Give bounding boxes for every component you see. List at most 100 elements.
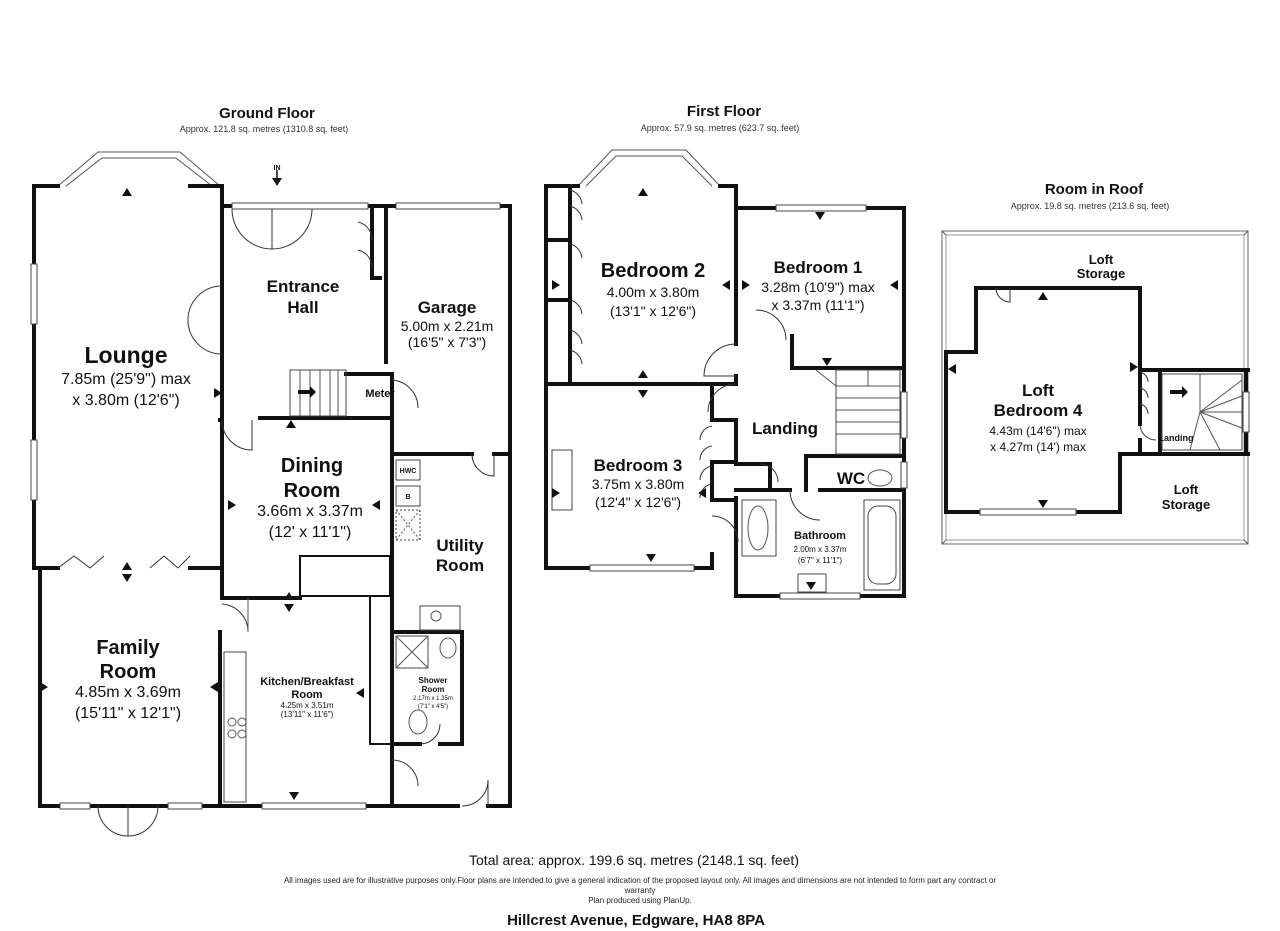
ground-floor-title: Ground Floor (219, 105, 315, 122)
kitchen-dims-2: (13'11" x 11'6") (281, 710, 334, 719)
first-floor-area: Approx. 57.9 sq. metres (623.7 sq. feet) (641, 123, 800, 133)
bedroom-2-dims-1: 4.00m x 3.80m (607, 284, 700, 300)
entrance-hall-name-1: Entrance (267, 277, 340, 296)
bedroom-3-fireplace (551, 449, 573, 511)
disclaimer-line-3: Plan produced using PlanUp. (588, 896, 692, 905)
bedroom-2-dims-2: (13'1" x 12'6") (610, 303, 696, 319)
roof-landing-label: Landing (1159, 433, 1194, 443)
roof-floor-title: Room in Roof (1045, 181, 1144, 198)
first-floor-walls (544, 184, 906, 598)
kitchen-name-1: Kitchen/Breakfast (260, 676, 354, 688)
bathroom-dims-1: 2.00m x 3.37m (794, 545, 847, 554)
first-floor-doors (569, 189, 821, 543)
loft-bedroom-4-dims-1: 4.43m (14'6") max (989, 424, 1086, 438)
bedroom-3-dims-1: 3.75m x 3.80m (592, 476, 685, 492)
loft-storage-bottom-name-1: Loft (1174, 482, 1199, 497)
dining-room-dims-1: 3.66m x 3.37m (257, 503, 363, 520)
ground-floor-plan: Ground Floor Approx. 121.8 sq. metres (1… (30, 105, 512, 837)
hwc-label: HWC (400, 468, 417, 475)
family-room-name-1: Family (96, 637, 160, 659)
garage-dims-1: 5.00m x 2.21m (401, 318, 494, 334)
roof-markers (948, 292, 1138, 508)
disclaimer-line-1: All images used are for illustrative pur… (284, 876, 996, 885)
garage-name: Garage (418, 298, 477, 317)
dining-room-dims-2: (12' x 11'1") (269, 524, 352, 541)
dining-room-label: Dining Room 3.66m x 3.37m (12' x 11'1") (257, 455, 363, 541)
loft-bedroom-4-name-2: Bedroom 4 (994, 401, 1083, 420)
bedroom-3-dims-2: (12'4" x 12'6") (595, 494, 681, 510)
shower-room-dims-1: 2.17m x 1.35m (413, 696, 453, 702)
family-room-dims-1: 4.85m x 3.69m (75, 684, 181, 701)
bathroom-dims-2: (6'7" x 11'1") (798, 556, 842, 565)
dining-room-name-2: Room (284, 480, 341, 502)
bedroom-1-dims-1: 3.28m (10'9") max (761, 279, 874, 295)
kitchen-name-2: Room (291, 689, 322, 701)
loft-bedroom-4-label: Loft Bedroom 4 4.43m (14'6") max x 4.27m… (989, 381, 1086, 454)
bathroom-bath (863, 499, 901, 591)
disclaimer-line-2: warranty (624, 886, 656, 895)
entrance-hall-label: Entrance Hall (267, 277, 340, 317)
first-floor-plan: First Floor Approx. 57.9 sq. metres (623… (544, 103, 908, 600)
entrance-hall-name-2: Hall (287, 298, 318, 317)
loft-storage-top-label: Loft Storage (1077, 252, 1125, 281)
bedroom-1-label: Bedroom 1 3.28m (10'9") max x 3.37m (11'… (761, 258, 874, 313)
loft-storage-bottom-label: Loft Storage (1162, 482, 1210, 512)
dining-room-name-1: Dining (281, 455, 343, 477)
utility-room-name-2: Room (436, 556, 484, 575)
shower-room-label: Shower Room 2.17m x 1.35m (7'1" x 4'5") (413, 676, 453, 710)
wc-label: WC (837, 469, 865, 488)
shower-room-name-1: Shower (419, 676, 448, 685)
first-floor-title: First Floor (687, 103, 761, 120)
loft-storage-top-name-2: Storage (1077, 266, 1125, 281)
loft-bedroom-4-name-1: Loft (1022, 381, 1054, 400)
utility-sink (419, 605, 461, 631)
garage-dims-2: (16'5" x 7'3") (408, 334, 486, 350)
family-room-dims-2: (15'11" x 12'1") (75, 705, 181, 722)
kitchen-dims-1: 4.25m x 3.51m (281, 701, 334, 710)
roof-floor-plan: Room in Roof Approx. 19.8 sq. metres (21… (941, 181, 1250, 545)
first-floor-windows (589, 204, 908, 600)
first-floor-stairs (815, 369, 901, 455)
kitchen-worktop (223, 651, 247, 803)
loft-storage-bottom-name-2: Storage (1162, 497, 1210, 512)
loft-bedroom-4-dims-2: x 4.27m (14') max (990, 440, 1086, 454)
shower-tray (395, 635, 429, 669)
bathroom-name: Bathroom (794, 530, 846, 542)
bathroom-shower (741, 499, 777, 557)
lounge-name: Lounge (84, 342, 167, 368)
roof-walls (944, 286, 1250, 514)
family-room-label: Family Room 4.85m x 3.69m (15'11" x 12'1… (75, 637, 181, 722)
shower-room-name-2: Room (422, 685, 445, 694)
hwc-box (395, 459, 421, 481)
lounge-dims-2: x 3.80m (12'6") (72, 392, 179, 409)
bedroom-1-dims-2: x 3.37m (11'1") (772, 297, 865, 313)
shower-basin (439, 637, 457, 659)
loft-storage-top-name-1: Loft (1089, 252, 1114, 267)
plan-footer: Total area: approx. 199.6 sq. metres (21… (284, 852, 996, 929)
bathroom-basin (797, 573, 827, 593)
lounge-dims-1: 7.85m (25'9") max (61, 371, 191, 388)
meter-label: Meter (365, 388, 395, 400)
ground-floor-area: Approx. 121.8 sq. metres (1310.8 sq. fee… (180, 124, 349, 134)
ground-floor-windows (30, 202, 501, 810)
boiler-box (395, 485, 421, 507)
ground-floor-stairs (289, 369, 347, 417)
garage-label: Garage 5.00m x 2.21m (16'5" x 7'3") (401, 298, 494, 350)
lounge-bay-window (57, 151, 221, 187)
bedroom-2-name: Bedroom 2 (601, 260, 705, 282)
roof-windows (979, 391, 1250, 516)
entry-marker: IN (274, 165, 281, 172)
family-room-name-2: Room (100, 661, 157, 683)
utility-room-label: Utility Room (436, 536, 484, 575)
roof-floor-area: Approx. 19.8 sq. metres (213.6 sq. feet) (1011, 201, 1170, 211)
landing-label: Landing (752, 419, 818, 438)
total-area: Total area: approx. 199.6 sq. metres (21… (469, 852, 799, 868)
wc-toilet (867, 469, 893, 487)
bedroom-3-label: Bedroom 3 3.75m x 3.80m (12'4" x 12'6") (592, 456, 685, 510)
first-floor-markers (552, 188, 898, 590)
bedroom-2-label: Bedroom 2 4.00m x 3.80m (13'1" x 12'6") (601, 260, 705, 319)
bedroom-3-name: Bedroom 3 (594, 456, 683, 475)
boiler-label: B (405, 494, 410, 501)
lounge-label: Lounge 7.85m (25'9") max x 3.80m (12'6") (61, 342, 191, 409)
